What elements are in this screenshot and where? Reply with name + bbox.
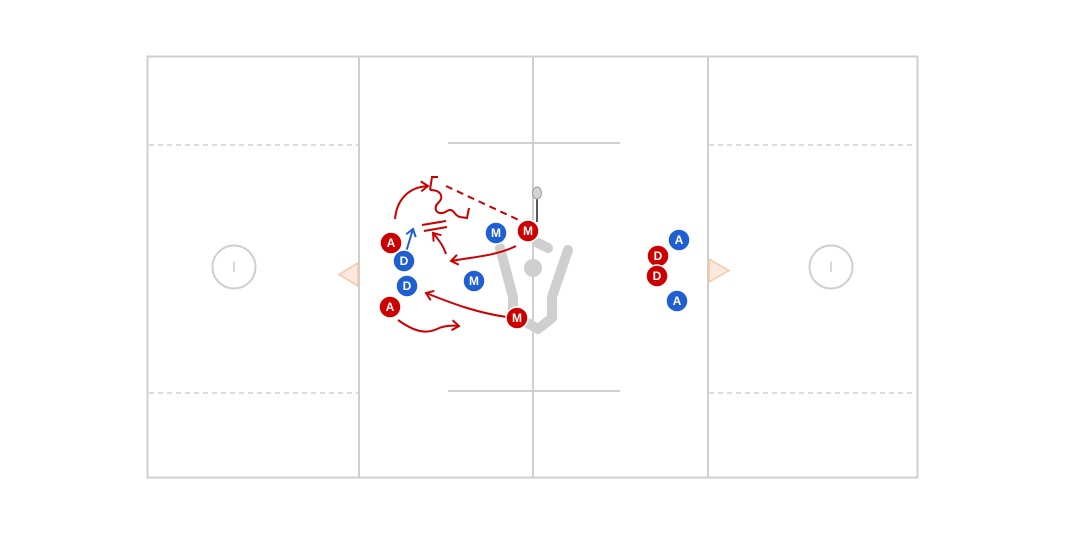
player-red-defense[interactable]: D bbox=[646, 244, 670, 268]
right-goal-icon bbox=[708, 257, 731, 284]
player-label: D bbox=[403, 279, 412, 293]
right-crease: I bbox=[808, 244, 854, 290]
player-label: A bbox=[387, 236, 396, 250]
player-blue-attack[interactable]: A bbox=[667, 228, 691, 252]
player-blue-midfield[interactable]: M bbox=[462, 269, 486, 293]
player-red-midfield-ball-carrier[interactable]: M bbox=[516, 219, 540, 243]
player-label: D bbox=[654, 249, 663, 263]
player-label: D bbox=[653, 269, 662, 283]
red-midfielder-arrow-bottom bbox=[424, 289, 508, 318]
player-red-defense[interactable]: D bbox=[645, 264, 669, 288]
players: A A M M D D D D M M A A bbox=[378, 219, 691, 330]
red-cut-arrow-top bbox=[394, 180, 430, 220]
left-goal-icon bbox=[337, 261, 359, 288]
red-pick-marker-bottom bbox=[459, 207, 470, 220]
box-dashed-lines bbox=[149, 144, 916, 394]
player-label: A bbox=[673, 294, 682, 308]
left-crease: I bbox=[211, 244, 257, 290]
player-red-midfield[interactable]: M bbox=[505, 306, 529, 330]
player-label: A bbox=[386, 300, 395, 314]
blue-defender-arrow bbox=[405, 227, 417, 253]
player-blue-attack[interactable]: A bbox=[665, 289, 689, 313]
red-cut-arrow-middle bbox=[431, 231, 447, 255]
player-blue-defense[interactable]: D bbox=[392, 249, 416, 273]
player-blue-defense[interactable]: D bbox=[395, 274, 419, 298]
red-pick-marker-top bbox=[429, 176, 438, 191]
red-midfielder-arrow-top bbox=[449, 245, 517, 266]
player-label: M bbox=[491, 226, 501, 240]
right-crease-label: I bbox=[829, 260, 833, 276]
play-lines bbox=[394, 176, 524, 333]
field-boundary bbox=[146, 55, 919, 479]
player-label: M bbox=[523, 224, 533, 238]
red-dodge-squiggle bbox=[429, 189, 461, 218]
player-blue-midfield[interactable]: M bbox=[484, 221, 508, 245]
player-label: M bbox=[512, 311, 522, 325]
player-red-attack[interactable]: A bbox=[379, 231, 403, 255]
red-attack-arrow-bottom bbox=[397, 319, 461, 333]
field-lines bbox=[146, 55, 919, 479]
red-screen-marker bbox=[421, 220, 448, 232]
lacrosse-stick-icon bbox=[532, 186, 542, 222]
player-label: D bbox=[400, 254, 409, 268]
center-logo-icon bbox=[495, 238, 573, 334]
player-red-attack[interactable]: A bbox=[378, 295, 402, 319]
left-crease-label: I bbox=[232, 260, 236, 276]
player-label: M bbox=[469, 274, 479, 288]
player-label: A bbox=[675, 233, 684, 247]
red-pass-line bbox=[445, 185, 524, 223]
